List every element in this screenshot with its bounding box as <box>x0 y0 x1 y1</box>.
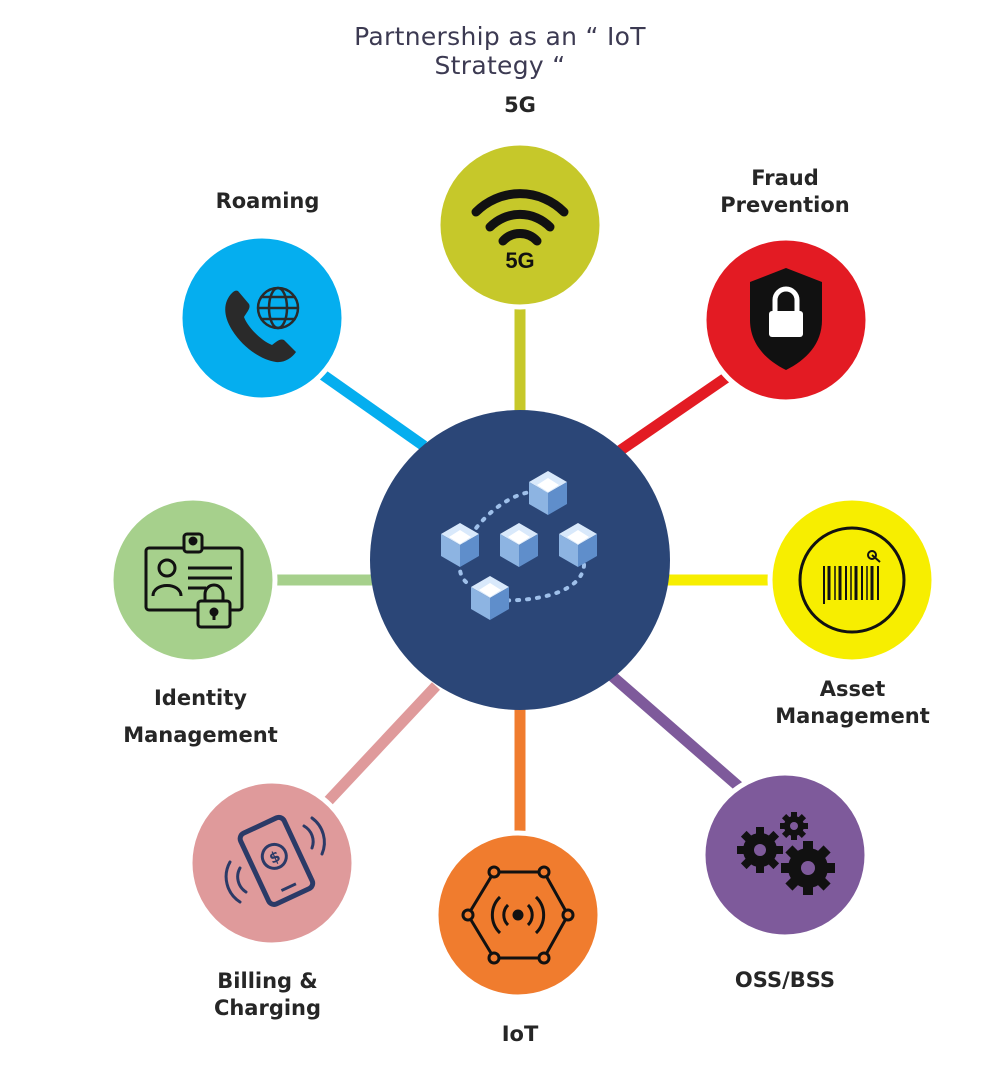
label-roaming: Roaming <box>200 188 335 215</box>
shield-lock-icon <box>750 268 822 370</box>
label-5g-text: 5G <box>504 93 536 117</box>
node-asset <box>767 495 937 665</box>
node-asset-circle <box>767 495 937 665</box>
node-oss <box>700 770 870 940</box>
label-billing-line1: Billing & <box>217 969 318 993</box>
cube-center <box>500 523 538 567</box>
label-fraud-line1: Fraud <box>751 166 819 190</box>
connector-billing <box>313 682 441 816</box>
node-billing: $ <box>187 778 357 948</box>
label-roaming-text: Roaming <box>215 189 320 213</box>
node-fraud <box>701 235 871 405</box>
label-iot-text: IoT <box>501 1022 539 1046</box>
label-oss-text: OSS/BSS <box>734 968 836 992</box>
label-asset-line2: Management <box>775 704 930 728</box>
barcode-tag-icon <box>798 526 906 634</box>
label-billing-line2: Charging <box>213 996 322 1020</box>
label-identity-line1: Identity <box>153 686 247 710</box>
wifi-5g-icon <box>471 189 569 246</box>
phone-globe-icon <box>225 286 300 363</box>
gears-icon <box>737 812 835 895</box>
label-5g: 5G <box>470 92 570 119</box>
node-identity-circle <box>108 495 278 665</box>
node-identity <box>108 495 278 665</box>
label-asset-line1: Asset <box>819 677 886 701</box>
node-5g: 5G <box>435 140 605 310</box>
node-billing-circle <box>187 778 357 948</box>
label-iot: IoT <box>470 1021 570 1048</box>
page-title: Partnership as an “ IoT Strategy “ <box>354 22 646 80</box>
cube-left <box>441 523 479 567</box>
label-fraud-line2: Prevention <box>720 193 850 217</box>
cube-top <box>529 471 567 515</box>
label-oss-bss: OSS/BSS <box>720 967 850 994</box>
node-oss-circle <box>700 770 870 940</box>
connector-oss <box>608 671 749 797</box>
node-iot <box>433 830 603 1000</box>
id-card-lock-icon <box>144 532 244 629</box>
connector-fraud <box>614 370 734 457</box>
node-5g-circle <box>435 140 605 310</box>
blockchain-cubes-icon <box>441 471 597 620</box>
cube-right <box>559 523 597 567</box>
iot-network-icon <box>461 865 575 965</box>
connector-roaming <box>312 365 428 451</box>
label-identity-management: Identity Management <box>118 680 283 754</box>
node-5g-icon-text: 5G <box>505 248 534 273</box>
label-fraud-prevention: Fraud Prevention <box>710 165 860 219</box>
label-billing-charging: Billing & Charging <box>200 968 335 1022</box>
label-asset-management: Asset Management <box>770 676 935 730</box>
cube-bottom <box>471 576 509 620</box>
label-identity-line2: Management <box>123 723 278 747</box>
central-hub <box>370 410 670 710</box>
mobile-payment-icon: $ <box>224 814 326 907</box>
node-roaming <box>177 233 347 403</box>
